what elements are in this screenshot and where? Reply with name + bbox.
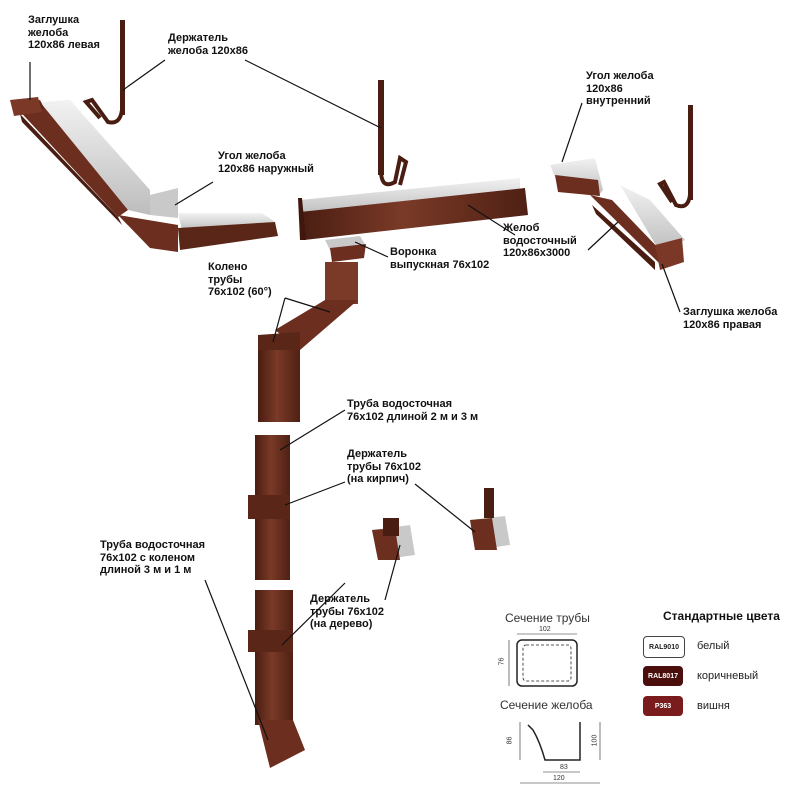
pipe-section-title: Сечение трубы	[505, 611, 590, 625]
label-elbow: Колено трубы 76х102 (60°)	[208, 261, 272, 298]
label-gutter-holder: Держатель желоба 120х86	[168, 32, 249, 57]
label-gutter: Желоб водосточный 120х86х3000	[503, 222, 577, 259]
dim-gutter-w-inner: 83	[560, 764, 568, 771]
dim-pipe-w: 102	[539, 626, 551, 633]
gutter-section-title: Сечение желоба	[500, 698, 593, 712]
label-outer-corner: Угол желоба 120х86 наружный	[218, 150, 314, 175]
inner-corner	[550, 158, 603, 196]
swatch-code: RAL8017	[648, 672, 678, 680]
right-gutter-end-cap	[655, 238, 684, 270]
dim-pipe-h: 76	[498, 657, 506, 666]
right-gutter	[590, 185, 685, 270]
gutter-holder-left	[82, 20, 125, 125]
left-gutter	[14, 100, 150, 225]
pipe-lower	[248, 590, 305, 768]
funnel	[325, 236, 366, 262]
color-name-cherry: вишня	[697, 700, 730, 712]
pipe-section-drawing	[508, 633, 578, 687]
swatch-ral8017: RAL8017	[643, 666, 683, 686]
swatch-code: RAL9010	[649, 643, 679, 651]
label-funnel: Воронка выпускная 76х102	[390, 246, 490, 271]
swatch-ral9010: RAL9010	[643, 636, 685, 658]
gutter-holder-center	[378, 80, 409, 187]
label-pipe-elbow: Труба водосточная 76х102 с коленом длино…	[100, 539, 206, 576]
dim-gutter-h-left: 86	[506, 736, 514, 745]
label-cap-left: Заглушка желоба 120х86 левая	[28, 14, 100, 51]
outer-corner	[118, 188, 278, 252]
left-gutter-end-cap	[10, 97, 42, 116]
color-name-brown: коричневый	[697, 670, 759, 682]
pipe-holder-wood	[372, 518, 415, 560]
color-name-white: белый	[697, 640, 730, 652]
pipe-upper	[258, 350, 300, 422]
label-holder-brick: Держатель трубы 76х102 (на кирпич)	[347, 448, 422, 485]
center-gutter	[298, 178, 528, 240]
pipe-elbow-60	[258, 262, 358, 362]
label-pipe: Труба водосточная 76х102 длиной 2 м и 3 …	[347, 398, 479, 423]
gutter-holder-right	[657, 105, 693, 209]
colors-title: Стандартные цвета	[663, 609, 780, 623]
label-cap-right: Заглушка желоба 120х86 правая	[683, 306, 778, 331]
label-inner-corner: Угол желоба 120х86 внутренний	[586, 70, 654, 107]
leader-lines	[29, 59, 681, 741]
dim-gutter-w: 120	[553, 775, 565, 782]
gutter-section-drawing	[519, 722, 601, 784]
swatch-p363: P363	[643, 696, 683, 716]
pipe-holder-brick	[470, 488, 510, 550]
dim-gutter-h-right: 100	[591, 734, 599, 747]
label-holder-wood: Держатель трубы 76х102 (на дерево)	[310, 593, 385, 630]
swatch-code: P363	[654, 702, 672, 710]
pipe-middle	[248, 435, 290, 580]
